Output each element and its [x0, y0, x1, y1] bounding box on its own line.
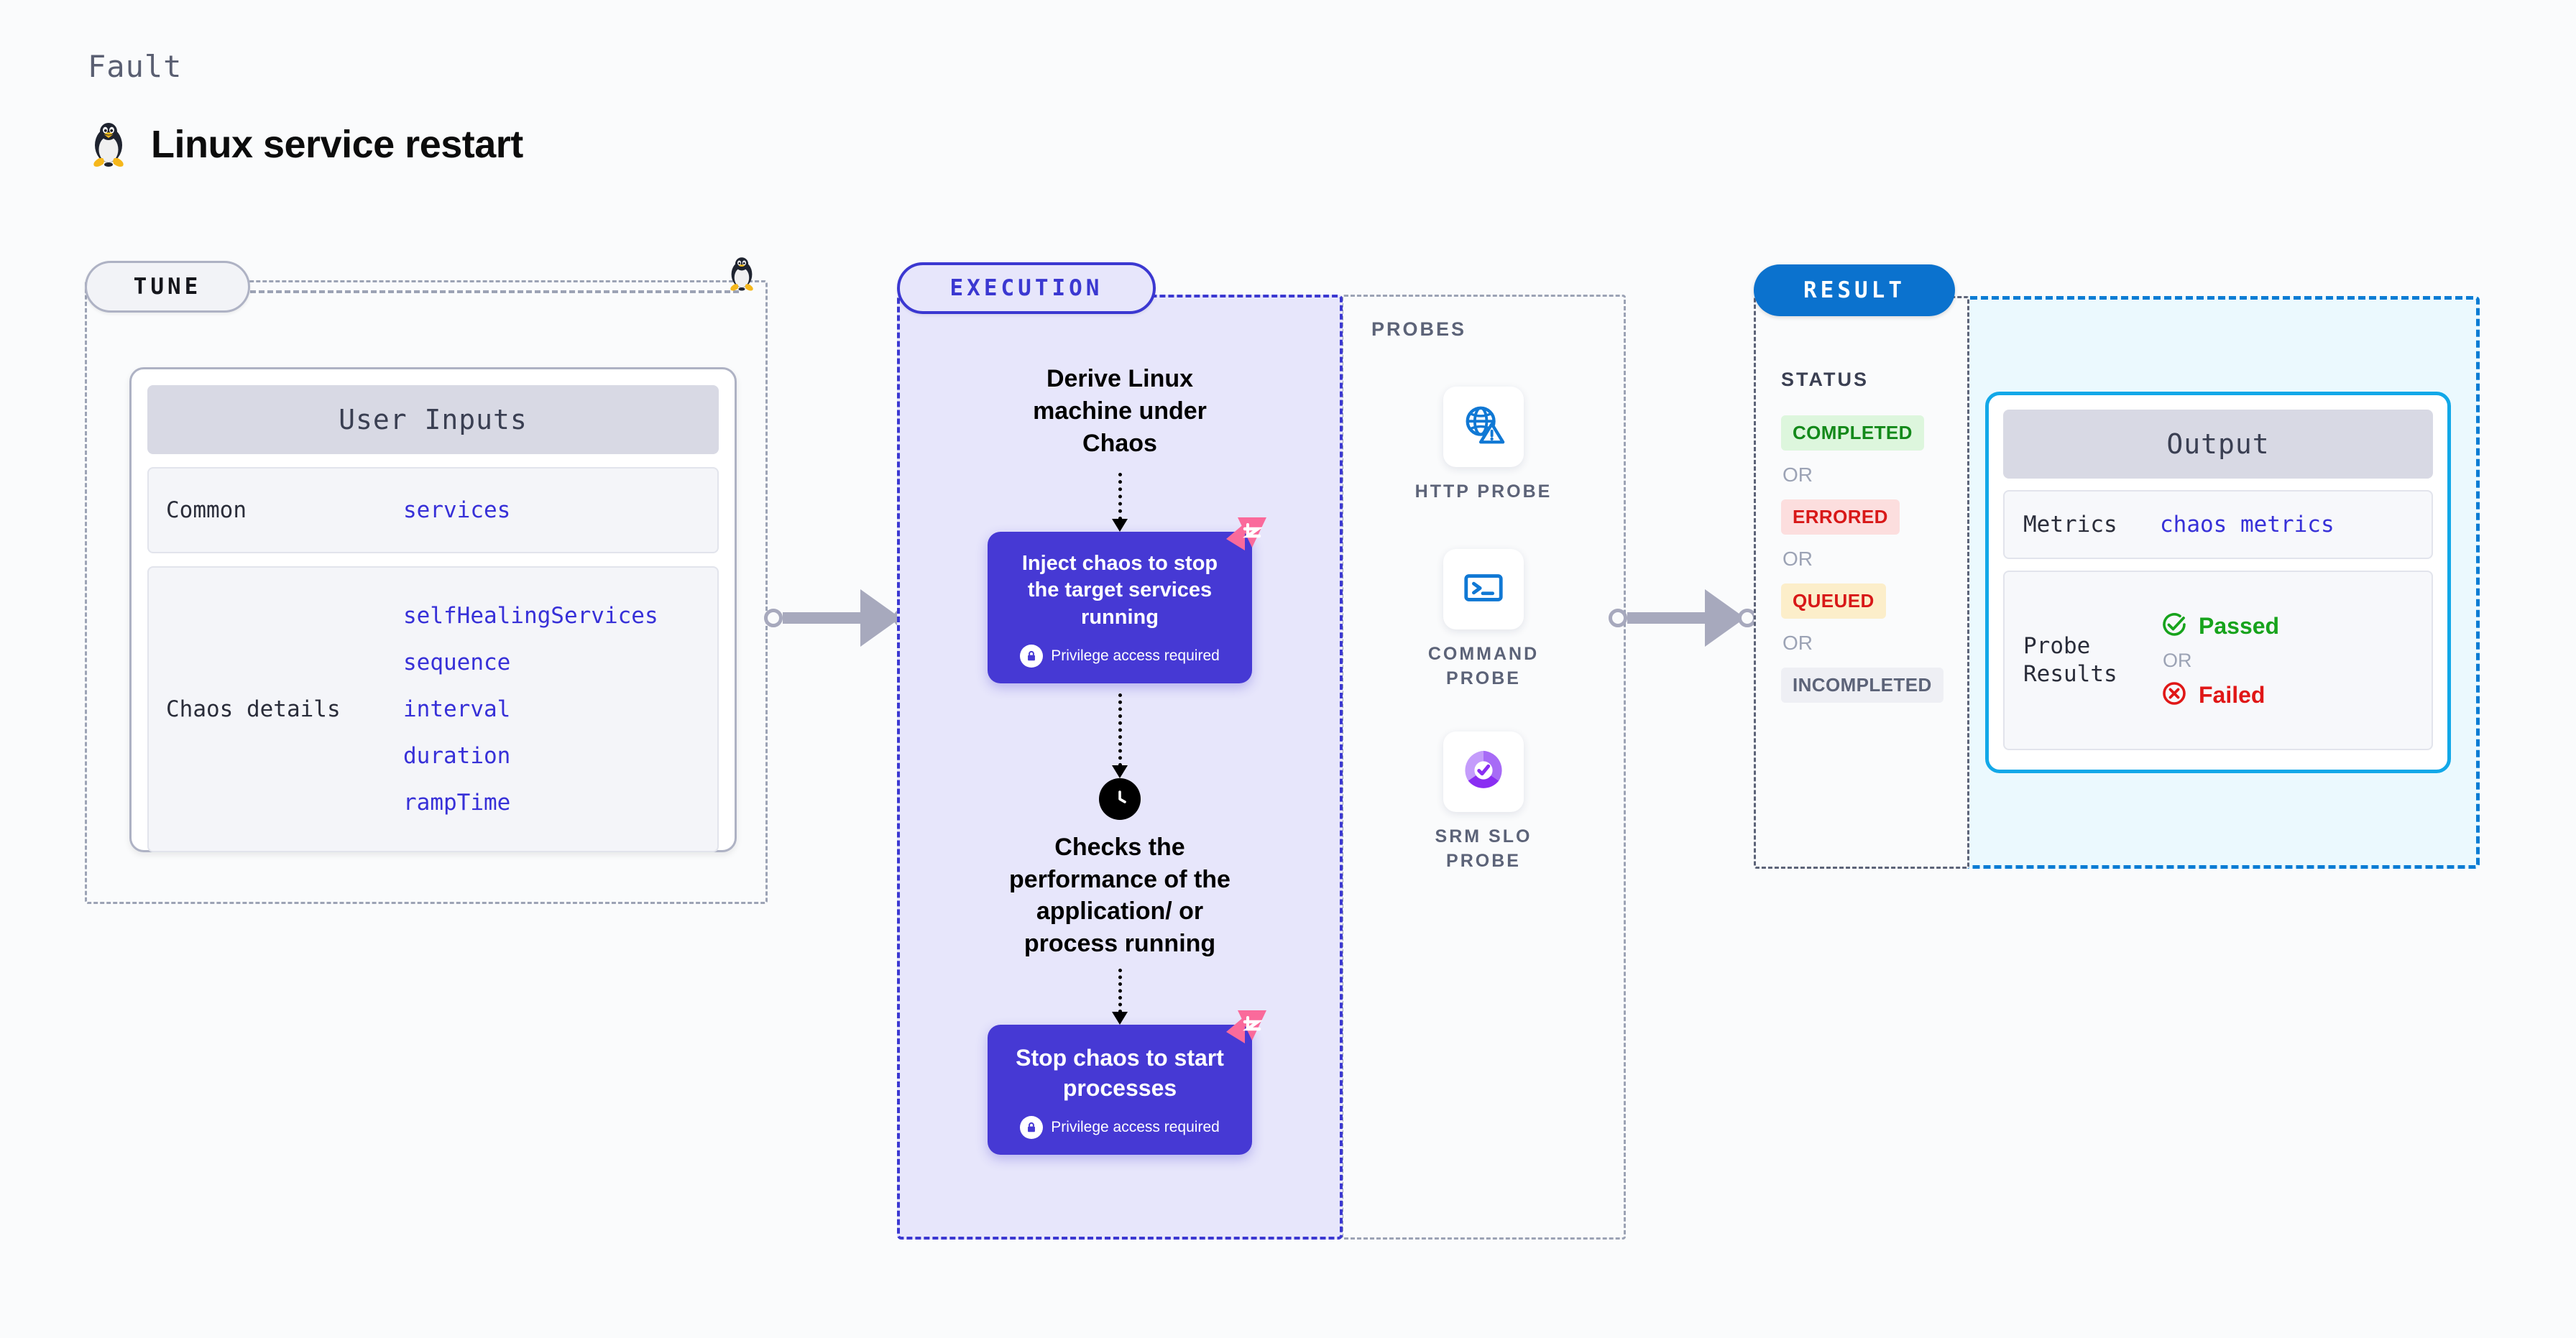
- status-or-label: OR: [1782, 548, 1813, 570]
- user-inputs-title: User Inputs: [147, 385, 719, 454]
- tune-row-chaos-details: Chaos details selfHealingServices sequen…: [147, 566, 719, 852]
- probe-tile: [1443, 549, 1524, 629]
- status-badge-completed: COMPLETED: [1781, 415, 1924, 451]
- tune-row-label: Chaos details: [166, 696, 341, 722]
- user-inputs-card: User Inputs Common services Chaos detail…: [129, 367, 737, 852]
- probe-result-options: Passed OR Failed: [2160, 610, 2279, 711]
- litmus-chaos-icon: [1223, 513, 1272, 556]
- connector-start-dot: [764, 609, 783, 627]
- connector-execution-to-result: [1609, 589, 1757, 647]
- tune-value[interactable]: rampTime: [403, 790, 511, 816]
- close-circle-icon: [2160, 679, 2189, 711]
- privilege-label: Privilege access required: [1051, 647, 1220, 664]
- chaos-box-privilege: Privilege access required: [1005, 644, 1235, 668]
- chaos-box-privilege: Privilege access required: [1005, 1116, 1235, 1140]
- globe-warning-icon: [1461, 403, 1506, 451]
- page-eyebrow: Fault: [88, 49, 183, 84]
- status-or-label: OR: [1782, 463, 1813, 486]
- stage-pill-result[interactable]: RESULT: [1754, 264, 1955, 316]
- tune-value[interactable]: interval: [403, 696, 511, 722]
- probe-result-passed: Passed: [2160, 610, 2279, 642]
- probe-or-label: OR: [2163, 649, 2192, 671]
- privilege-label: Privilege access required: [1051, 1119, 1220, 1136]
- flow-arrow-icon: [1112, 693, 1128, 778]
- probe-tile: [1443, 387, 1524, 467]
- connector-shaft: [1627, 612, 1706, 624]
- execution-step-derive: Derive Linux machine under Chaos: [1033, 365, 1207, 457]
- page-title: Linux service restart: [151, 123, 523, 166]
- tune-leader-line: [250, 290, 739, 293]
- output-row-metrics: Metrics chaos metrics: [2003, 490, 2433, 559]
- linux-penguin-icon: [726, 255, 758, 296]
- execution-chaos-box-stop[interactable]: Stop chaos to start processes Privilege …: [988, 1010, 1266, 1155]
- tune-value[interactable]: sequence: [403, 650, 511, 675]
- output-card: Output Metrics chaos metrics Probe Resul…: [1985, 392, 2451, 773]
- tune-row-values: selfHealingServices sequence interval du…: [403, 603, 658, 816]
- flow-arrow-icon: [1112, 969, 1128, 1025]
- probe-item-srm-slo[interactable]: SRM SLO PROBE: [1404, 732, 1563, 874]
- execution-flow: Derive Linux machine under Chaos Inject …: [897, 295, 1343, 1240]
- lock-icon: [1020, 1116, 1044, 1140]
- output-card-title: Output: [2003, 410, 2433, 479]
- flow-arrow-icon: [1112, 472, 1128, 532]
- litmus-chaos-icon: [1223, 1006, 1272, 1049]
- chaos-box-title: Inject chaos to stop the target services…: [1021, 551, 1218, 629]
- status-or-label: OR: [1782, 632, 1813, 654]
- tune-value[interactable]: selfHealingServices: [403, 603, 658, 629]
- probe-label: HTTP PROBE: [1414, 481, 1552, 502]
- tune-panel: [85, 280, 768, 904]
- check-circle-icon: [2160, 610, 2189, 642]
- result-status-panel: [1754, 296, 1969, 869]
- terminal-prompt-icon: [1461, 566, 1506, 614]
- passed-label: Passed: [2199, 612, 2280, 639]
- tune-value[interactable]: duration: [403, 743, 511, 769]
- tune-row-common: Common services: [147, 467, 719, 553]
- output-metrics-label: Metrics: [2023, 511, 2117, 537]
- status-title: STATUS: [1781, 369, 1869, 390]
- stage-pill-tune[interactable]: TUNE: [85, 261, 250, 313]
- linux-penguin-icon: [88, 121, 129, 168]
- probe-item-http[interactable]: HTTP PROBE: [1404, 387, 1563, 504]
- chaos-box-title: Stop chaos to start processes: [1016, 1045, 1224, 1101]
- lock-icon: [1020, 644, 1044, 668]
- connector-start-dot: [1609, 609, 1627, 627]
- failed-label: Failed: [2199, 681, 2266, 708]
- probe-result-failed: Failed: [2160, 679, 2279, 711]
- probes-title: PROBES: [1371, 318, 1467, 340]
- probe-tile: [1443, 732, 1524, 812]
- output-metrics-value[interactable]: chaos metrics: [2160, 512, 2334, 537]
- page-title-row: Linux service restart: [88, 121, 523, 168]
- status-badge-errored: ERRORED: [1781, 499, 1900, 535]
- execution-chaos-box-inject[interactable]: Inject chaos to stop the target services…: [988, 517, 1266, 683]
- srm-slo-donut-icon: [1461, 748, 1506, 796]
- stage-pill-execution[interactable]: EXECUTION: [897, 262, 1156, 314]
- status-badge-incompleted: INCOMPLETED: [1781, 668, 1944, 703]
- execution-step-checks: Checks the performance of the applicatio…: [1009, 833, 1230, 958]
- tune-row-values: services: [403, 497, 510, 523]
- output-row-probe-results: Probe Results Passed OR: [2003, 571, 2433, 750]
- connector-tune-to-execution: [764, 589, 912, 647]
- probe-label: COMMAND PROBE: [1427, 644, 1540, 688]
- output-probe-label: Probe Results: [2023, 633, 2117, 687]
- status-badge-queued: QUEUED: [1781, 583, 1886, 619]
- probe-item-command[interactable]: COMMAND PROBE: [1404, 549, 1563, 691]
- tune-row-label: Common: [166, 497, 247, 523]
- connector-shaft: [783, 612, 862, 624]
- status-list: COMPLETED OR ERRORED OR QUEUED OR INCOMP…: [1781, 415, 1961, 703]
- tune-value[interactable]: services: [403, 497, 511, 523]
- probe-label: SRM SLO PROBE: [1435, 826, 1532, 871]
- clock-icon: [1099, 778, 1141, 820]
